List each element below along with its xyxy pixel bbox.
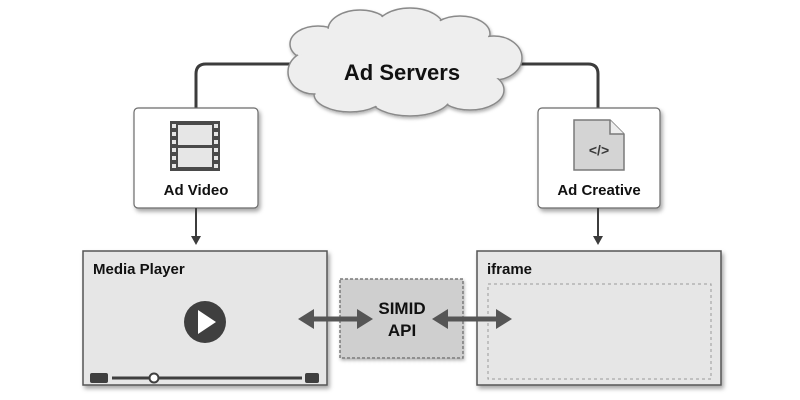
cloud-connector-right: [470, 62, 600, 108]
iframe-panel: iframe: [476, 250, 722, 386]
ad-video-box: Ad Video: [133, 107, 259, 209]
film-icon: [170, 121, 220, 171]
media-player-panel: Media Player: [82, 250, 328, 386]
double-arrow-player-simid: [298, 309, 373, 329]
code-file-icon: </>: [573, 119, 625, 171]
ad-servers-label: Ad Servers: [344, 60, 460, 85]
ad-servers-cloud: [287, 7, 523, 117]
simid-api-line2: API: [388, 321, 416, 340]
ad-creative-box: </> Ad Creative: [537, 107, 661, 209]
arrow-ad-video-to-player: [191, 208, 201, 245]
media-player-label: Media Player: [93, 261, 185, 278]
cloud-connector-left: [194, 62, 330, 108]
iframe-label: iframe: [487, 261, 532, 278]
iframe-content-area: [487, 283, 712, 380]
progress-scrubber[interactable]: [148, 372, 160, 384]
code-icon-glyph: </>: [589, 142, 609, 158]
simid-api-line1: SIMID: [378, 299, 425, 318]
ad-video-label: Ad Video: [164, 182, 229, 199]
ad-creative-label: Ad Creative: [557, 182, 640, 199]
arrow-ad-creative-to-iframe: [593, 208, 603, 245]
play-button[interactable]: [184, 301, 226, 343]
double-arrow-simid-iframe: [432, 309, 512, 329]
progress-bar[interactable]: [90, 372, 319, 384]
